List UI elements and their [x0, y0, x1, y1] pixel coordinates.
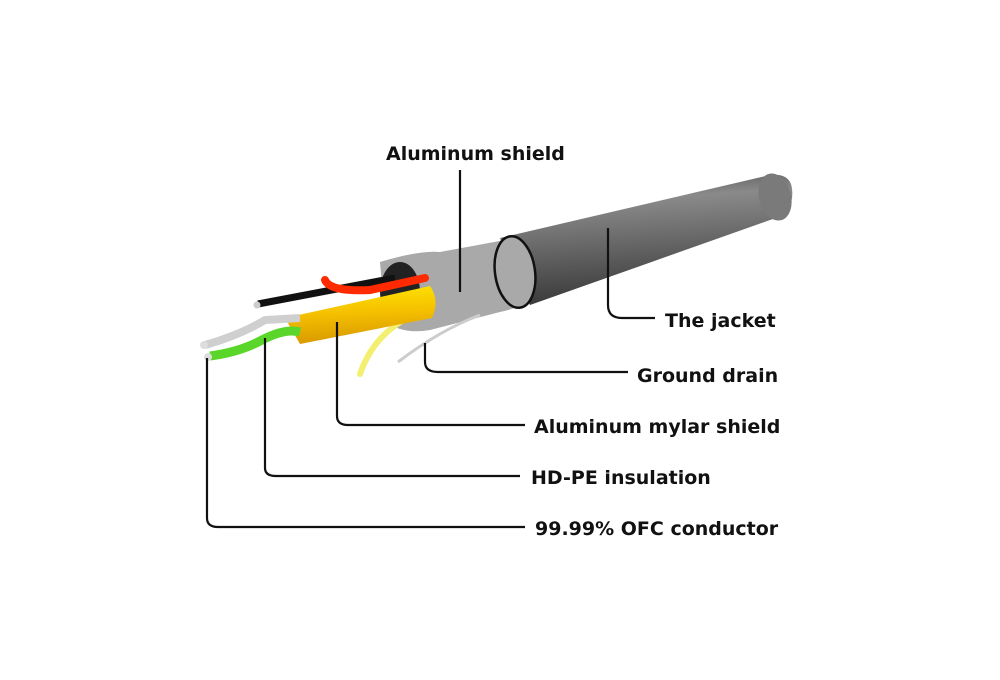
leader-mylar-shield — [335, 322, 525, 427]
black-wire — [257, 274, 396, 308]
jacket — [500, 173, 793, 305]
red-wire — [321, 274, 429, 295]
label-ground-drain: Ground drain — [637, 365, 778, 387]
leader-jacket — [606, 228, 655, 320]
leader-insulation — [263, 338, 520, 478]
mylar-shield — [285, 286, 436, 344]
leader-conductor — [205, 358, 525, 529]
label-insulation: HD-PE insulation — [531, 467, 711, 489]
leader-ground-drain — [423, 343, 628, 374]
ground-drain-wire — [397, 313, 481, 364]
label-jacket: The jacket — [665, 310, 776, 332]
conductor-tip — [200, 341, 208, 349]
silver-wire — [203, 314, 301, 349]
green-wire — [209, 326, 302, 361]
label-aluminum-shield: Aluminum shield — [386, 143, 565, 165]
conductor-tip — [253, 301, 261, 309]
label-mylar-shield: Aluminum mylar shield — [534, 416, 780, 438]
aluminum-shield — [380, 234, 537, 332]
label-conductor: 99.99% OFC conductor — [535, 518, 779, 540]
